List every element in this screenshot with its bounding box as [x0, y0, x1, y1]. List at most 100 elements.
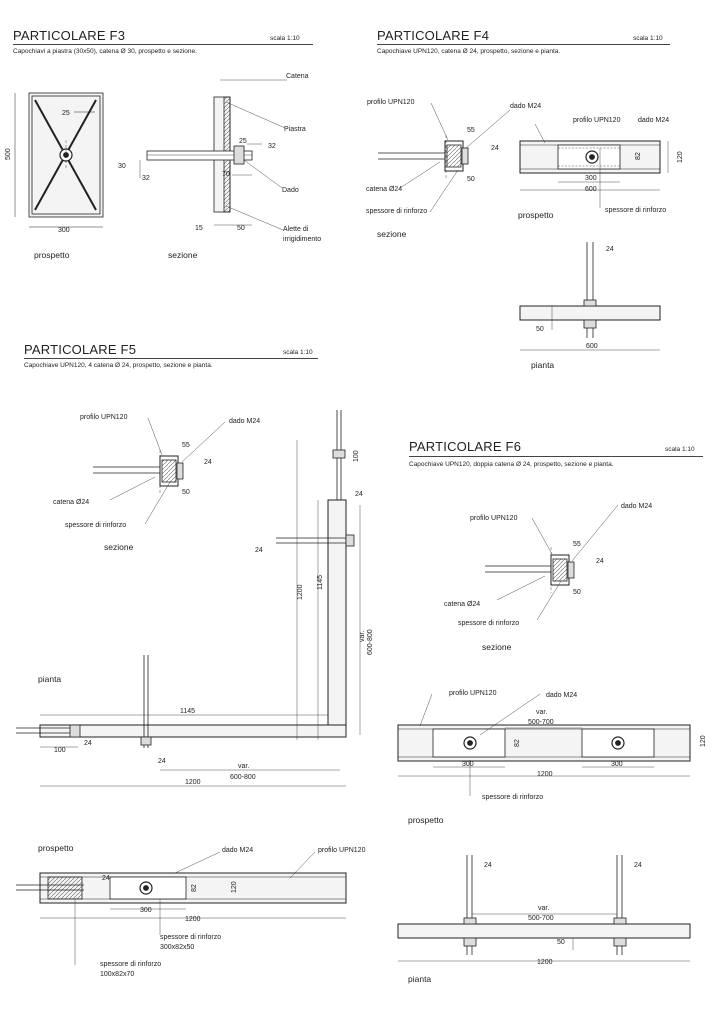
f4-dim-300: 300 — [585, 175, 597, 182]
f5-dim-var-h: var. — [238, 763, 249, 770]
f3-scale: scala 1:10 — [270, 35, 300, 42]
f3-caption-prospetto: prospetto — [34, 250, 70, 260]
f3-label-alette-2: irrigidimento — [283, 236, 321, 243]
f5-dim-600800v: 600-800 — [367, 629, 374, 655]
f3-dim-500: 500 — [5, 148, 12, 160]
f4-dim-55: 55 — [467, 127, 475, 134]
f5-dim-600800h: 600-800 — [230, 774, 256, 781]
f5-label-profilo: profilo UPN120 — [80, 414, 128, 421]
f6-caption-pianta: pianta — [408, 974, 431, 984]
f6-label-dado-b: dado M24 — [546, 692, 577, 699]
f6-annotations: profilo UPN120 dado M24 catena Ø24 spess… — [408, 503, 707, 984]
f6-dim-500700: 500-700 — [528, 719, 554, 726]
f5-dim-24p: 24 — [84, 740, 92, 747]
f6-dim-var: var. — [536, 709, 547, 716]
f6-dim-50b: 50 — [557, 939, 565, 946]
f4-label-spessore: spessore di rinforzo — [366, 208, 427, 215]
f6-dim-24: 24 — [596, 558, 604, 565]
f3-description: Capochiavi a piastra (30x50), catena Ø 3… — [13, 48, 197, 55]
f5-dim-120: 120 — [231, 881, 238, 893]
f5-label-spessore-c2: 100x82x70 — [100, 971, 134, 978]
f5-dim-300: 300 — [140, 907, 152, 914]
f5-label-spessore-b1: spessore di rinforzo — [160, 934, 221, 941]
f4-dim-600: 600 — [585, 186, 597, 193]
f5-dim-24v: 24 — [355, 491, 363, 498]
f4-dim-24b: 24 — [606, 246, 614, 253]
f4-caption-prospetto: prospetto — [518, 210, 554, 220]
f6-label-catena: catena Ø24 — [444, 601, 480, 608]
f3-plate-front — [14, 92, 104, 228]
f5-label-dado: dado M24 — [229, 418, 260, 425]
f5-dim-24q: 24 — [158, 758, 166, 765]
f5-label-dado-b: dado M24 — [222, 847, 253, 854]
f5-dim-1200v: 1200 — [297, 584, 304, 600]
f4-scale: scala 1:10 — [633, 35, 663, 42]
f6-label-dado: dado M24 — [621, 503, 652, 510]
f6-title-rule — [409, 456, 703, 457]
f3-label-alette: Alette di — [283, 226, 309, 233]
f3-dim-15: 15 — [195, 225, 203, 232]
f6-label-profilo: profilo UPN120 — [470, 515, 518, 522]
f4-plan — [519, 242, 661, 351]
f3-label-dado: Dado — [282, 187, 299, 194]
f6-title: PARTICOLARE F6 — [409, 439, 522, 454]
f3-label-catena: Catena — [286, 73, 309, 80]
f5-description: Capochiave UPN120, 4 catena Ø 24, prospe… — [24, 362, 213, 369]
f3-dim-30: 30 — [118, 163, 126, 170]
f4-title: PARTICOLARE F4 — [377, 28, 490, 43]
f6-label-spessore-b: spessore di rinforzo — [482, 794, 543, 801]
f4-dim-120: 120 — [677, 151, 684, 163]
f4-caption-sezione: sezione — [377, 229, 407, 239]
f3-dim-50: 50 — [237, 225, 245, 232]
f6-plan — [397, 855, 691, 962]
f3-dim-300: 300 — [58, 227, 70, 234]
f5-label-catena: catena Ø24 — [53, 499, 89, 506]
f4-dim-600b: 600 — [586, 343, 598, 350]
f3-dim-32b: 32 — [268, 143, 276, 150]
f3-title: PARTICOLARE F3 — [13, 28, 126, 43]
f4-elevation — [519, 123, 669, 208]
f6-elevation — [397, 693, 691, 796]
f4-dim-50: 50 — [467, 176, 475, 183]
f3-section — [139, 79, 287, 231]
f5-dim-1145v: 1145 — [317, 575, 324, 590]
f6-dim-1200: 1200 — [537, 771, 553, 778]
f3-dim-25b: 25 — [239, 138, 247, 145]
f5-elevation — [16, 851, 347, 965]
f6-caption-sezione: sezione — [482, 642, 512, 652]
f4-label-profilo-r: profilo UPN120 — [573, 117, 621, 124]
f6-dim-24b: 24 — [634, 862, 642, 869]
f6-dim-500700-2: 500-700 — [528, 915, 554, 922]
f4-dim-50b: 50 — [536, 326, 544, 333]
f4-description: Capochiave UPN120, catena Ø 24, prospett… — [377, 48, 561, 55]
f3-dim-25a: 25 — [62, 110, 70, 117]
f6-section — [485, 504, 619, 621]
f3-dim-70: 70 — [222, 171, 230, 178]
f5-dim-82: 82 — [191, 884, 198, 892]
f4-dim-82: 82 — [635, 152, 642, 160]
f6-dim-var2: var. — [538, 905, 549, 912]
f3-caption-sezione: sezione — [168, 250, 198, 260]
f5-dim-24h: 24 — [255, 547, 263, 554]
f4-label-dado-r: dado M24 — [638, 117, 669, 124]
f6-dim-24a: 24 — [484, 862, 492, 869]
f5-dim-1200h: 1200 — [185, 779, 201, 786]
f6-dim-55: 55 — [573, 541, 581, 548]
f5-plan — [16, 410, 361, 787]
f5-label-profilo-b: profilo UPN120 — [318, 847, 366, 854]
f6-dim-120: 120 — [700, 735, 707, 747]
f5-label-spessore-c1: spessore di rinforzo — [100, 961, 161, 968]
f6-dim-82: 82 — [514, 739, 521, 747]
f5-label-spessore-b2: 300x82x50 — [160, 944, 194, 951]
f5-dim-100h: 100 — [54, 747, 66, 754]
f5-dim-var-v: var. — [359, 631, 366, 642]
f3-dim-32a: 32 — [142, 175, 150, 182]
f5-dim-1200b: 1200 — [185, 916, 201, 923]
f4-caption-pianta: pianta — [531, 360, 554, 370]
f6-caption-prospetto: prospetto — [408, 815, 444, 825]
f5-dim-100v: 100 — [353, 450, 360, 462]
f6-scale: scala 1:10 — [665, 446, 695, 453]
f4-section — [378, 102, 511, 213]
